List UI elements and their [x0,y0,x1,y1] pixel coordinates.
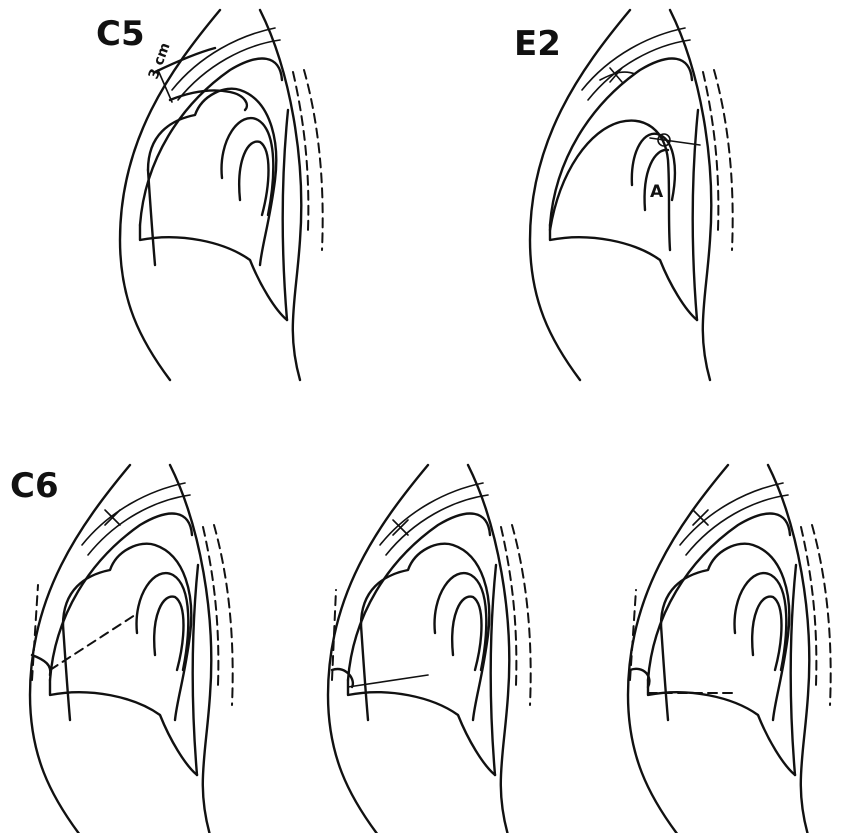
panel-e2-label: E2 [514,24,561,64]
panel-e2-marker: A [650,182,664,202]
panel-c5-measurement: 3 cm [146,41,174,82]
panel-c6 [30,465,233,833]
panel-c6-label: C6 [10,466,59,506]
panel-e2 [530,10,733,380]
panel-c6-c [628,465,831,833]
panel-c5-label: C5 [96,14,145,54]
panel-c6-b [328,465,531,833]
